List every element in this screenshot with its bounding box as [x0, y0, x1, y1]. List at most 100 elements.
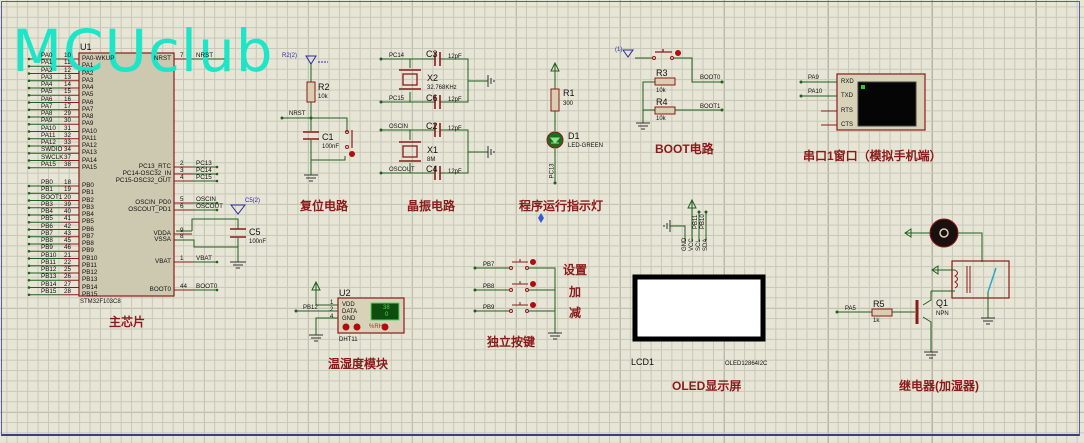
mcu-right-net-label: BOOT0	[196, 283, 218, 290]
mcu-left-pin-number: 43	[64, 229, 72, 237]
mcu-left-junction	[27, 293, 31, 297]
mcu-left-junction	[27, 108, 31, 112]
mcu-right-junction	[223, 57, 227, 61]
r1-ref: R1	[563, 88, 575, 98]
mcu-left-net-label: PA15	[41, 160, 56, 168]
mcu-left-junction	[27, 57, 31, 61]
boot-title: BOOT电路	[655, 142, 714, 156]
uart-pin-cts: CTS	[841, 122, 853, 128]
oled-net-scl: PB11	[693, 214, 699, 229]
crystal-title: 晶振电路	[407, 199, 456, 213]
mcu-left-pin-name: PB3	[82, 203, 94, 211]
mcu-left-net-label: PA3	[41, 73, 53, 81]
c3-ref: C3	[426, 49, 438, 59]
mcu-left-pin-number: 39	[64, 200, 72, 208]
oled-pin-vcc: VCC	[689, 238, 695, 251]
reset-title: 复位电路	[300, 199, 349, 213]
mcu-left-pin-name: PA8	[82, 113, 94, 120]
mcu-left-net-label: PB3	[41, 200, 53, 208]
boot-circuit	[622, 49, 724, 130]
mcu-left-junction	[27, 271, 31, 275]
dht-pin1-num: 1	[330, 300, 334, 306]
x2-ref: X2	[427, 73, 439, 83]
mcu-left-junction	[27, 115, 31, 119]
origin-marker	[538, 213, 544, 223]
mcu-left-pin-name: PA4	[82, 84, 94, 91]
relay-circuit	[835, 218, 1010, 359]
mcu-right-net-label: OSCIN	[196, 196, 216, 203]
mcu-right-net-label: PC13	[196, 160, 212, 167]
mcu-left-pin-number: 15	[64, 88, 72, 96]
mcu-right-pin-name: BOOT0	[149, 286, 171, 293]
mcu-left-net-label: SWCLK	[41, 153, 64, 161]
mcu-left-pin-name: PA2	[82, 69, 94, 77]
c6-ref: C6	[426, 93, 438, 103]
reset-circuit	[280, 55, 355, 182]
mcu-left-pin-name: PB2	[82, 196, 94, 204]
oled-part: OLED12864I2C	[725, 361, 768, 367]
mcu-left-net-label: PB6	[41, 222, 53, 230]
mcu-left-junction	[27, 278, 31, 282]
dht-display-top: 38	[383, 305, 390, 311]
r5-value: 1k	[873, 318, 880, 324]
d1-ref: D1	[568, 131, 580, 141]
x1-net-b: OSCOUT	[389, 167, 415, 173]
mcu-left-pin-number: 37	[64, 153, 72, 161]
dht-unit: %RH	[369, 324, 384, 330]
mcu-left-net-label: SWDIO	[41, 146, 63, 154]
crystal-circuit	[379, 52, 495, 180]
mcu-left-junction	[27, 199, 31, 202]
mcu-right-net-label: OSCOUT	[196, 203, 223, 210]
mcu-right-pin-number: 3	[180, 167, 184, 174]
mcu-part: STM32F103C8	[80, 299, 121, 305]
mcu-left-net-label: PB13	[41, 273, 57, 281]
mcu-left-junction	[27, 130, 31, 133]
c3-value: 12pF	[448, 54, 462, 60]
led-net: PC13	[549, 163, 556, 179]
mcu-right-junction	[215, 288, 219, 292]
mcu-left-pin-number: 25	[64, 266, 72, 273]
oled-net-sda: PB10	[700, 214, 706, 229]
mcu-left-junction	[27, 184, 31, 188]
dht-ref: U2	[339, 288, 351, 298]
mcu-left-pin-number: 16	[64, 95, 72, 103]
mcu-left-net-label: PB4	[41, 208, 53, 215]
mcu-left-pin-name: PA0-WKUP	[82, 55, 115, 62]
mcu-left-pin-number: 13	[64, 73, 72, 81]
mcu-left-pin-name: PB10	[82, 254, 98, 262]
mcu-left-pin-name: PB13	[82, 276, 98, 284]
key-label-minus: 减	[569, 306, 582, 320]
mcu-left-junction	[27, 64, 31, 68]
mcu-left-net-label: PB5	[41, 215, 53, 223]
mcu-left-junction	[27, 249, 31, 253]
mcu-right-pin-number: 1	[180, 255, 184, 262]
mcu-right-net-label: VBAT	[196, 255, 212, 262]
mcu-left-junction	[27, 220, 31, 224]
mcu-left-pin-number: 12	[64, 66, 72, 74]
keys-title: 独立按键	[487, 335, 536, 349]
key-net-3: PB9	[483, 305, 495, 311]
mcu-right-junction	[215, 179, 219, 183]
mcu-left-pin-name: PB12	[82, 269, 98, 276]
dht-title: 温湿度模块	[328, 357, 389, 371]
mcu-left-pin-name: PB14	[82, 283, 98, 291]
mcu-left-pin-number: 38	[64, 160, 72, 168]
mcu-left-net-label: PA11	[41, 131, 56, 139]
mcu-left-junction	[27, 166, 31, 170]
mcu-left-net-label: PA8	[41, 110, 53, 117]
mcu-left-pin-number: 14	[64, 81, 72, 88]
key-net-2: PB8	[483, 284, 495, 290]
mcu-left-pin-name: PA10	[82, 127, 97, 135]
dht-pin-gnd: GND	[342, 316, 356, 322]
mcu-left-pin-number: 30	[64, 117, 72, 125]
mcu-left-junction	[27, 122, 31, 126]
key-label-plus: 加	[569, 285, 582, 299]
boot1-net: BOOT1	[700, 104, 721, 110]
mcu-left-pin-number: 40	[64, 208, 72, 215]
mcu-left-junction	[27, 72, 31, 75]
mcu-left-net-label: PB9	[41, 244, 53, 252]
led-circuit	[546, 61, 564, 185]
c5-capacitor	[176, 204, 247, 269]
x1-value: 8M	[427, 157, 436, 163]
